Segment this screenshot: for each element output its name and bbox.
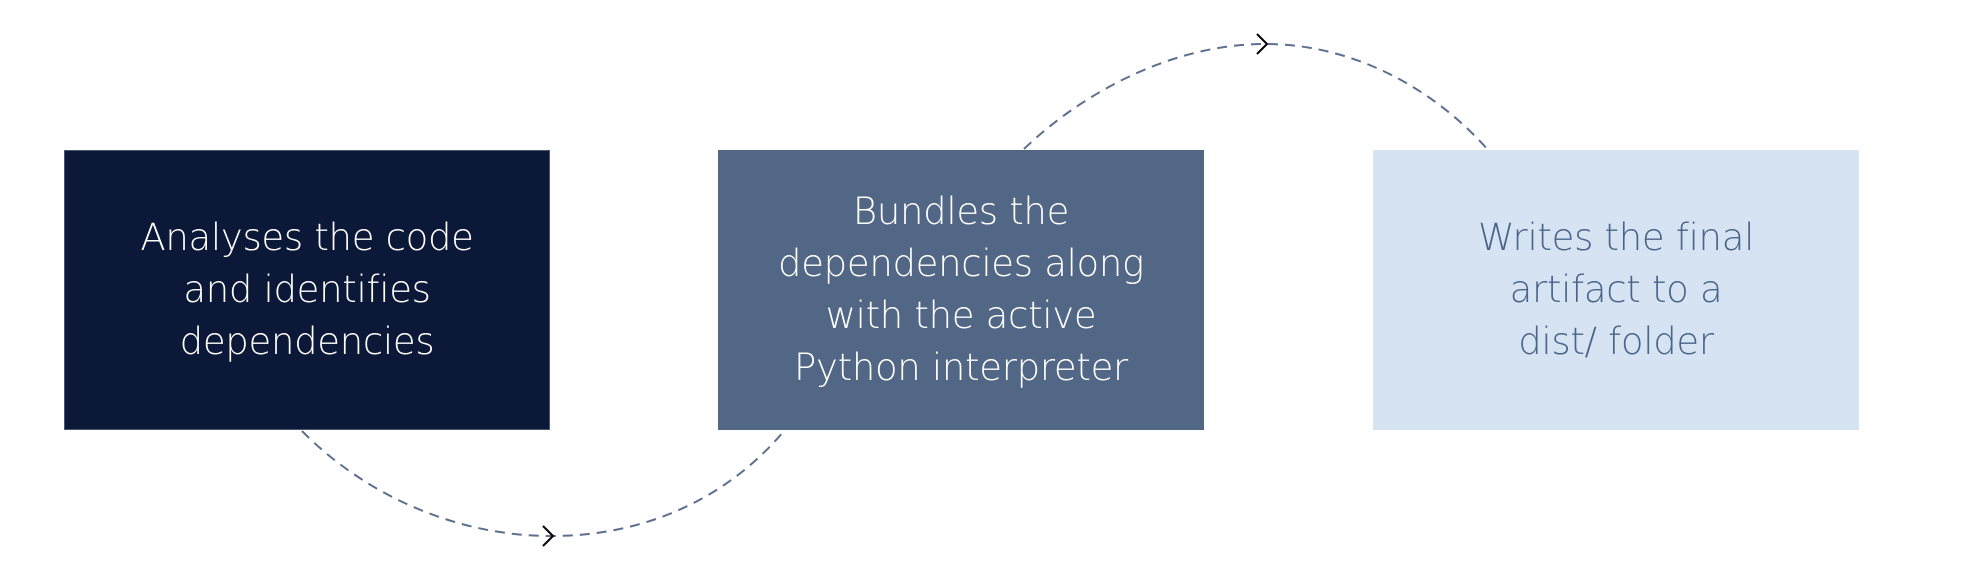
step-1-text: Analyses the code and identifies depende… (140, 212, 474, 368)
step-3-text: Writes the final artifact to a dist/ fol… (1478, 212, 1754, 368)
arrowhead-right-icon (1256, 33, 1269, 55)
step-2-line: dependencies along (778, 242, 1144, 285)
step-3-line: artifact to a (1509, 268, 1723, 311)
step-3-line: dist/ folder (1518, 320, 1714, 363)
step-3-box: Writes the final artifact to a dist/ fol… (1373, 150, 1859, 430)
step-1-line: and identifies (183, 268, 431, 311)
step-2-text: Bundles the dependencies along with the … (778, 186, 1144, 394)
step-2-line: with the active (825, 294, 1097, 337)
step-1-line: Analyses the code (140, 216, 474, 259)
step-2-box: Bundles the dependencies along with the … (718, 150, 1204, 430)
step-2-line: Bundles the (852, 190, 1070, 233)
step-1-box: Analyses the code and identifies depende… (64, 150, 550, 430)
connector-step1-to-step2 (301, 430, 785, 538)
arrowhead-right-icon (542, 525, 555, 547)
step-2-line: Python interpreter (794, 346, 1128, 389)
connector-step2-to-step3 (1023, 42, 1489, 151)
step-3-line: Writes the final (1477, 216, 1755, 259)
step-1-line: dependencies (179, 320, 435, 363)
